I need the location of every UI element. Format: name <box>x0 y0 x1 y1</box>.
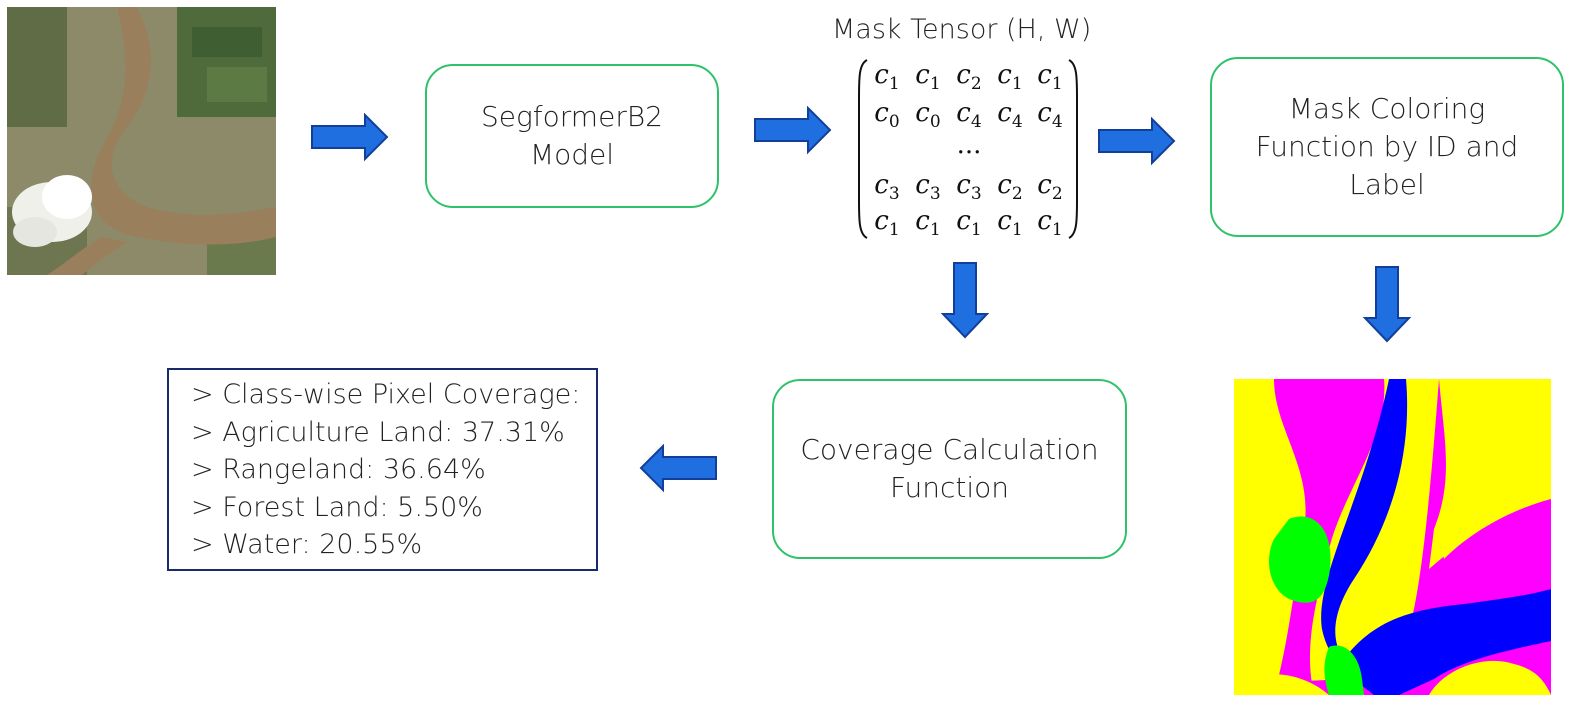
matrix-cell: c3 <box>874 170 900 205</box>
coverage-line: > Rangeland: 36.64% <box>191 454 486 485</box>
matrix-title: Mask Tensor (H, W) <box>832 14 1092 45</box>
arrow-down-icon <box>1362 266 1412 343</box>
left-bracket <box>858 59 868 239</box>
coverage-line: > Water: 20.55% <box>191 529 423 560</box>
matrix-cell: c1 <box>997 60 1023 95</box>
coverage-results-box: > Class-wise Pixel Coverage: > Agricultu… <box>167 368 598 571</box>
arrow-right-icon <box>754 106 832 155</box>
arrow-right-icon <box>311 113 389 162</box>
right-bracket <box>1068 59 1078 239</box>
model-line-1: SegformerB2 <box>481 100 663 133</box>
coverage-calculation-box: Coverage Calculation Function <box>772 379 1127 559</box>
model-line-2: Model <box>529 138 615 171</box>
arrow-down-icon <box>940 262 990 339</box>
matrix-cell: c1 <box>1037 206 1063 241</box>
matrix-cell: c2 <box>997 170 1023 205</box>
coverage-line: > Class-wise Pixel Coverage: <box>191 379 581 410</box>
coverage-line: > Agriculture Land: 37.31% <box>191 416 565 448</box>
segformer-model-box: SegformerB2 Model <box>425 64 719 208</box>
matrix-cell: c2 <box>1037 170 1063 205</box>
arrow-right-icon <box>1098 117 1176 166</box>
matrix-cell: c0 <box>874 98 900 133</box>
coloring-line-2: Function by ID and <box>1255 130 1519 163</box>
coloring-line-3: Label <box>1349 168 1425 201</box>
matrix-cell: c4 <box>997 98 1023 133</box>
mask-coloring-box: Mask Coloring Function by ID and Label <box>1210 57 1564 237</box>
matrix-cell: c1 <box>915 60 941 95</box>
matrix-cell: c0 <box>915 98 941 133</box>
matrix-cell: c3 <box>915 170 941 205</box>
matrix-cell: c2 <box>956 60 982 95</box>
matrix-cell: c1 <box>874 206 900 241</box>
satellite-image <box>7 7 276 275</box>
coloring-line-1: Mask Coloring <box>1288 92 1486 125</box>
matrix-cell: c1 <box>1037 60 1063 95</box>
coverage-fn-line-1: Coverage Calculation <box>800 433 1099 466</box>
segmentation-mask-image <box>1234 379 1551 695</box>
matrix-cell: c1 <box>997 206 1023 241</box>
arrow-left-icon <box>639 444 717 493</box>
matrix-cell: c4 <box>956 98 982 133</box>
matrix-cell: c1 <box>874 60 900 95</box>
coverage-fn-line-2: Function <box>889 471 1010 504</box>
matrix-cell: c4 <box>1037 98 1063 133</box>
coverage-line: > Forest Land: 5.50% <box>191 491 483 523</box>
matrix-ellipsis: ... <box>956 130 982 160</box>
matrix-cell: c1 <box>956 206 982 241</box>
matrix-cell: c3 <box>956 170 982 205</box>
matrix-cell: c1 <box>915 206 941 241</box>
